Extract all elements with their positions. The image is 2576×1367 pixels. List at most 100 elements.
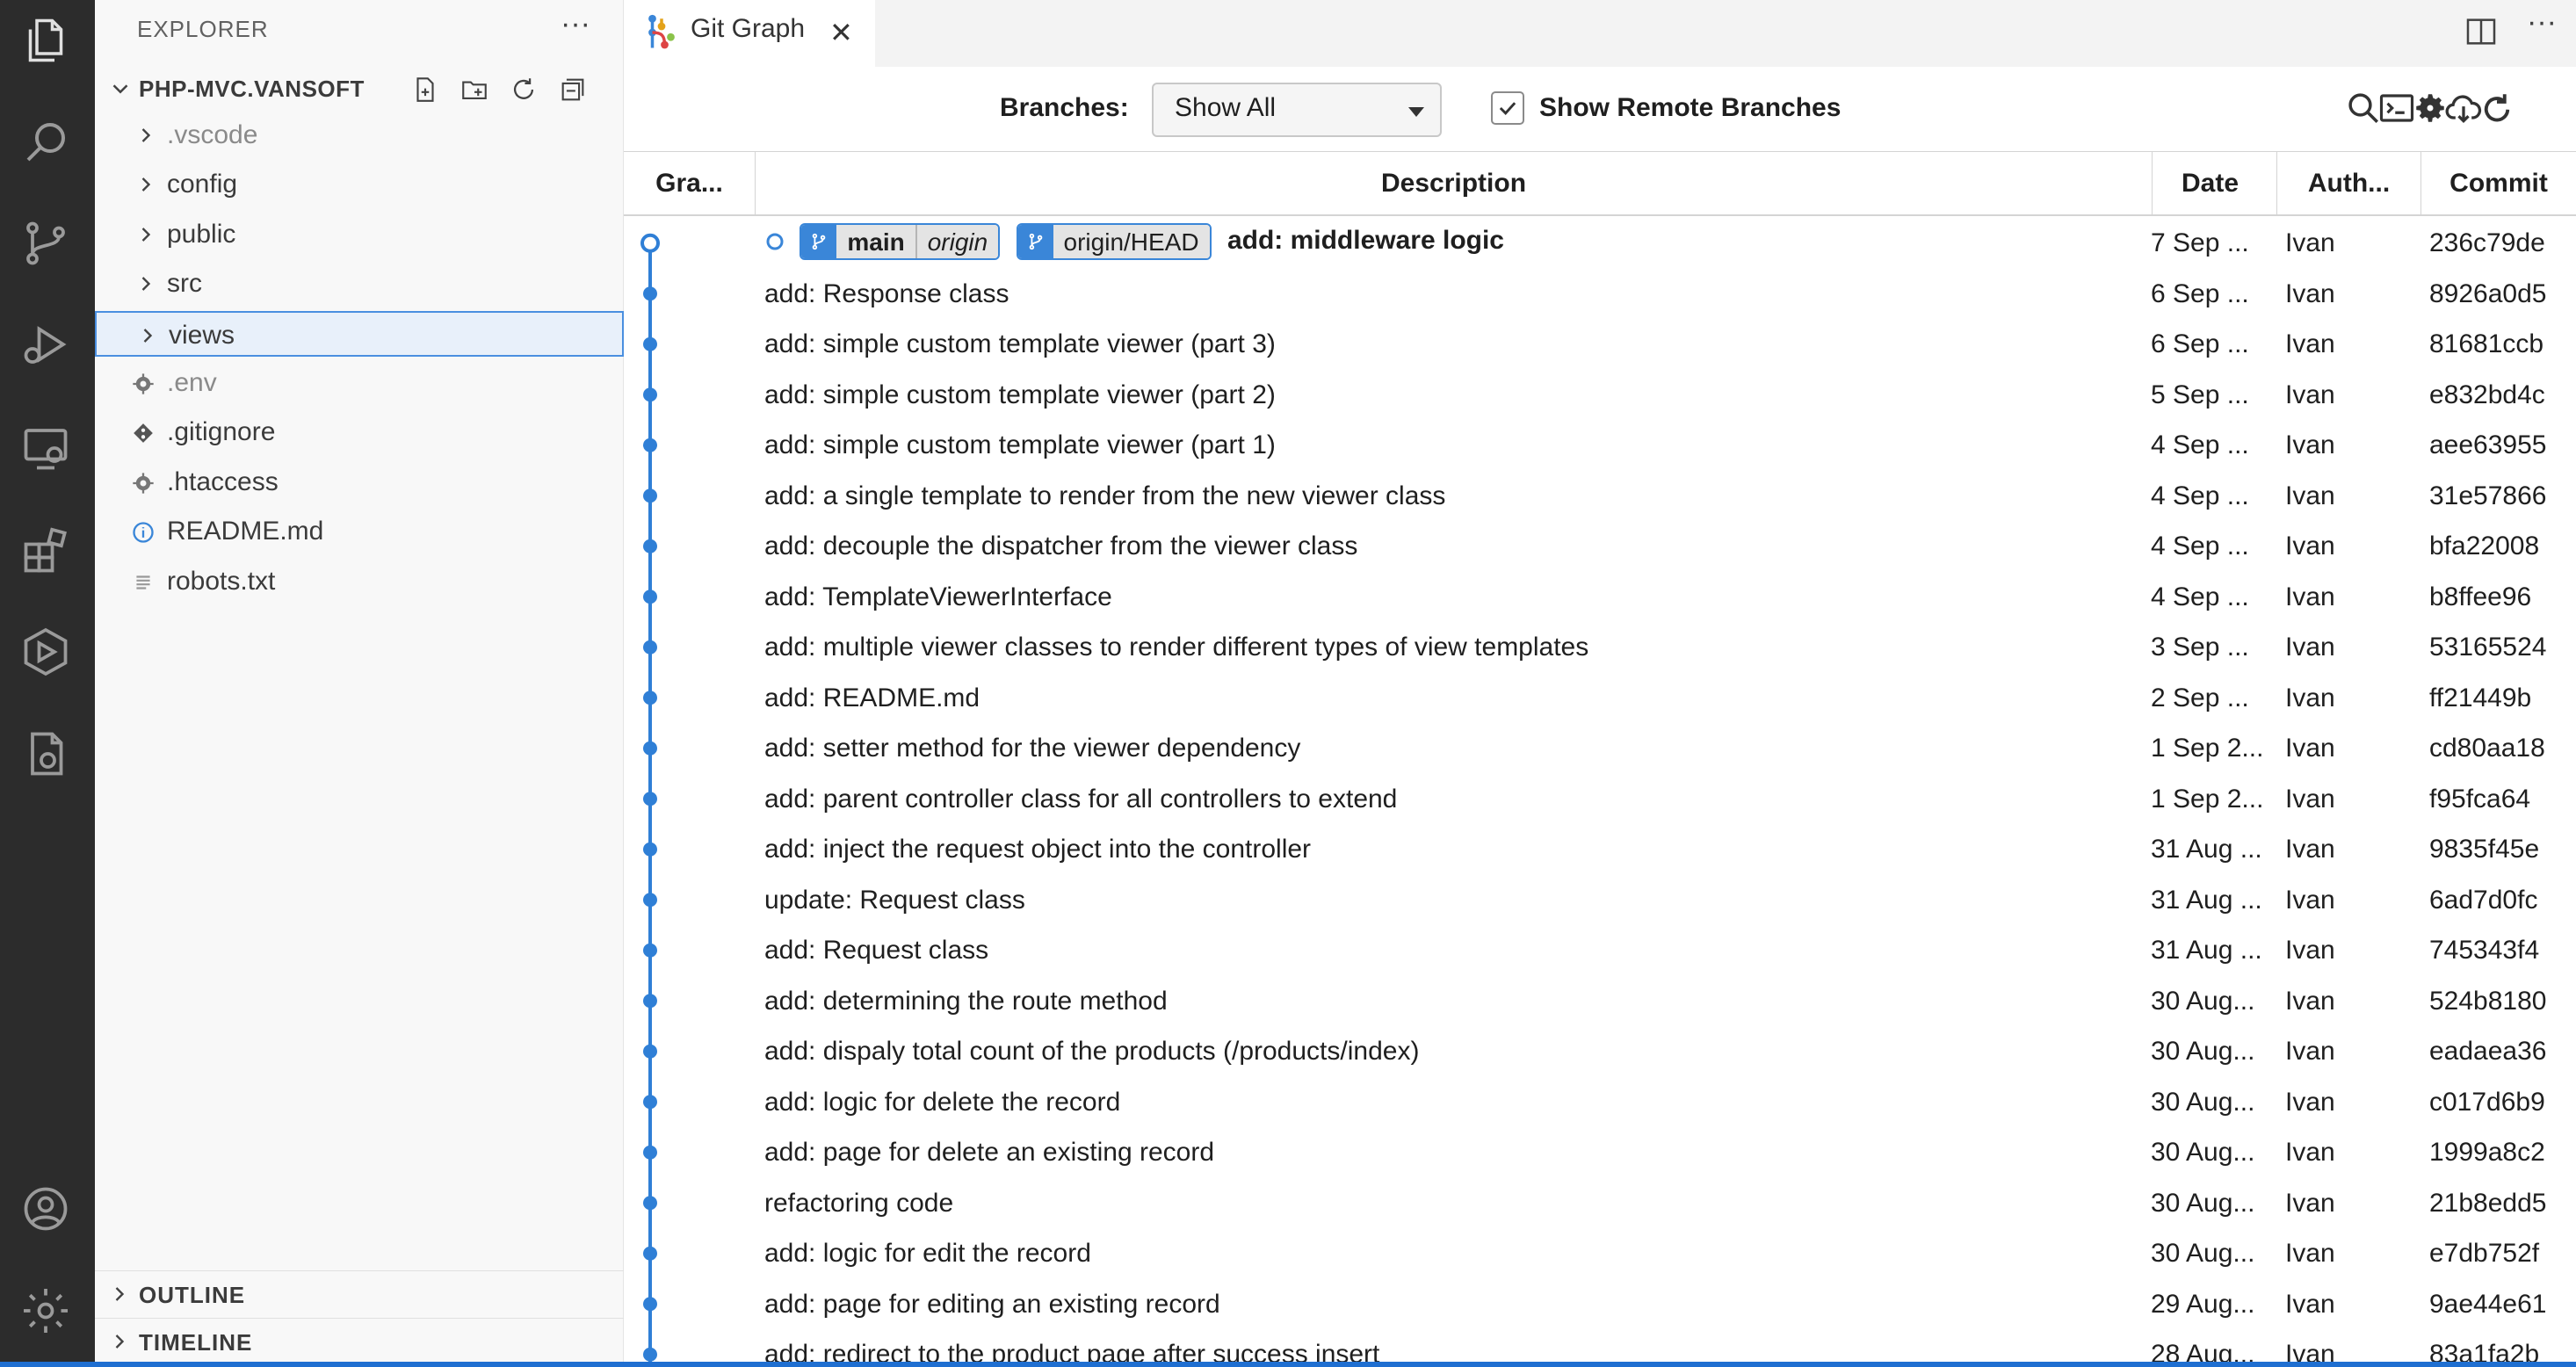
tab-close-button[interactable]: ✕ [829, 17, 853, 48]
column-header-graph[interactable]: Gra... [624, 152, 756, 215]
table-row[interactable]: add: page for editing an existing record… [624, 1279, 2576, 1330]
commit-node[interactable] [640, 233, 660, 253]
commit-node[interactable] [643, 640, 657, 655]
commit-node[interactable] [643, 438, 657, 452]
refresh-icon[interactable] [506, 72, 541, 107]
commit-date: 6 Sep ... [2151, 329, 2249, 358]
find-icon[interactable] [2341, 86, 2385, 130]
tree-item-env[interactable]: .env [95, 360, 624, 406]
tab-git-graph[interactable]: Git Graph ✕ [624, 0, 875, 67]
timeline-section[interactable]: TIMELINE [95, 1318, 624, 1363]
commit-node[interactable] [643, 589, 657, 604]
commit-node[interactable] [643, 336, 657, 351]
tree-item-label: public [167, 219, 236, 249]
commit-node[interactable] [643, 488, 657, 503]
remote-explorer-icon[interactable] [18, 420, 74, 476]
commit-node[interactable] [643, 994, 657, 1009]
tree-item-vscode[interactable]: .vscode [95, 112, 624, 158]
commit-message: add: setter method for the viewer depend… [764, 734, 1301, 763]
table-row[interactable]: add: decouple the dispatcher from the vi… [624, 521, 2576, 572]
table-row[interactable]: add: simple custom template viewer (part… [624, 319, 2576, 370]
tab-label: Git Graph [691, 14, 806, 43]
table-row[interactable]: add: setter method for the viewer depend… [624, 723, 2576, 774]
table-row[interactable]: add: multiple viewer classes to render d… [624, 622, 2576, 673]
new-file-icon[interactable] [408, 72, 443, 107]
commit-author: Ivan [2285, 380, 2335, 409]
split-editor-icon[interactable] [2464, 14, 2499, 49]
table-row-head[interactable]: main origin origin/HEAD add: middleware … [624, 218, 2576, 269]
branch-select[interactable]: Show All [1152, 83, 1442, 137]
tree-item-config[interactable]: config [95, 162, 624, 207]
commit-node[interactable] [643, 792, 657, 806]
commit-node[interactable] [643, 1044, 657, 1059]
commit-node[interactable] [643, 943, 657, 958]
tree-item-views[interactable]: views [95, 310, 624, 357]
column-header-date[interactable]: Date [2144, 152, 2277, 215]
search-icon[interactable] [18, 114, 74, 170]
commit-node[interactable] [643, 1347, 657, 1362]
refresh-icon[interactable] [2475, 86, 2519, 130]
table-row[interactable]: add: inject the request object into the … [624, 824, 2576, 875]
manage-gear-icon[interactable] [18, 1283, 74, 1339]
explorer-icon[interactable] [18, 12, 74, 69]
commit-node[interactable] [643, 691, 657, 705]
commit-message: add: dispaly total count of the products… [764, 1037, 1420, 1066]
commit-node[interactable] [643, 1246, 657, 1261]
tree-item-src[interactable]: src [95, 261, 624, 307]
new-folder-icon[interactable] [457, 72, 492, 107]
commit-node[interactable] [643, 741, 657, 756]
source-control-icon[interactable] [18, 215, 74, 271]
table-row[interactable]: add: simple custom template viewer (part… [624, 370, 2576, 421]
commit-node[interactable] [643, 539, 657, 553]
tree-item-gitignore[interactable]: .gitignore [95, 409, 624, 455]
commit-node[interactable] [643, 286, 657, 301]
column-header-commit[interactable]: Commit [2449, 169, 2548, 198]
commit-node[interactable] [643, 1145, 657, 1160]
settings-gear-icon[interactable] [2408, 86, 2452, 130]
fetch-cloud-icon[interactable] [2442, 86, 2486, 130]
branch-tag-origin-head[interactable]: origin/HEAD [1016, 223, 1212, 260]
text-file-icon [130, 569, 156, 596]
extensions-icon[interactable] [18, 523, 74, 579]
commit-author: Ivan [2285, 532, 2335, 561]
tree-item-readme-md[interactable]: README.md [95, 509, 624, 554]
commit-node[interactable] [643, 1297, 657, 1312]
table-row[interactable]: add: simple custom template viewer (part… [624, 420, 2576, 471]
tree-item-robots-txt[interactable]: robots.txt [95, 559, 624, 604]
outline-title: OUTLINE [139, 1282, 246, 1308]
explorer-more-button[interactable]: ··· [561, 7, 590, 40]
table-row[interactable]: add: a single template to render from th… [624, 471, 2576, 522]
tree-item-htaccess[interactable]: .htaccess [95, 459, 624, 505]
tree-item-public[interactable]: public [95, 212, 624, 257]
outline-section[interactable]: OUTLINE [95, 1270, 624, 1316]
show-remote-checkbox[interactable] [1491, 91, 1524, 125]
table-row[interactable]: add: parent controller class for all con… [624, 774, 2576, 825]
run-debug-icon[interactable] [18, 316, 74, 372]
commit-node[interactable] [643, 1095, 657, 1110]
accounts-icon[interactable] [18, 1181, 74, 1237]
git-history-icon[interactable] [18, 726, 74, 782]
branch-tag-main[interactable]: main origin [800, 223, 1001, 260]
column-header-description[interactable]: Description [756, 152, 2153, 215]
project-folder-row[interactable]: PHP-MVC.VANSOFT [95, 69, 624, 111]
commit-node[interactable] [643, 893, 657, 908]
commit-node[interactable] [643, 842, 657, 857]
collapse-all-icon[interactable] [555, 72, 590, 107]
commit-node[interactable] [643, 1196, 657, 1211]
column-header-author[interactable]: Auth... [2277, 152, 2421, 215]
terminal-icon[interactable] [2375, 86, 2419, 130]
commit-node[interactable] [643, 387, 657, 402]
table-row[interactable]: add: dispaly total count of the products… [624, 1026, 2576, 1077]
editor-more-button[interactable]: ··· [2527, 5, 2557, 39]
testing-icon[interactable] [18, 624, 74, 680]
